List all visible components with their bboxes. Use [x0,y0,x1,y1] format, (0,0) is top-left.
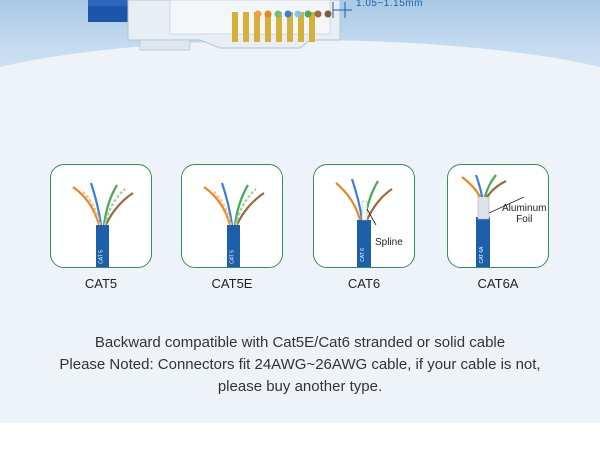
spline-callout: Spline [375,237,403,248]
cable-label-cat6: CAT6 [347,276,381,291]
jacket-text: CAT 6A [479,246,485,264]
jacket-text: CAT 5 [230,250,236,264]
cat5e-cable-illustration: CAT 5 [203,182,265,267]
cable-label-cat6a: CAT6A [477,276,519,291]
header-background: 1.05~1.15mm [0,0,600,105]
cat6-cable-illustration: CAT 6 [335,178,393,267]
rj45-connector-illustration [88,0,352,51]
cable-card-cat5e: CAT 5 [181,164,283,268]
header-curve [0,40,600,105]
cable-card-cat6a: CAT 6A Aluminum Foil [447,164,549,268]
description-line-3: please buy another type. [217,378,383,395]
spline-divider [361,200,368,221]
cable-card-cat6: CAT 6 Spline [313,164,415,268]
jacket-text: CAT 6 [360,248,366,262]
footer-strip [0,423,600,450]
jacket-text: CAT 5 [99,250,105,264]
aluminum-foil [477,194,490,220]
cable-label-cat5: CAT5 [84,276,118,291]
description-line-1: Backward compatible with Cat5E/Cat6 stra… [94,334,506,351]
callout-line-2: Foil [516,214,533,225]
dimension-label: 1.05~1.15mm [356,0,423,9]
description-line-2: Please Noted: Connectors fit 24AWG~26AWG… [59,356,541,373]
cable-label-cat5e: CAT5E [211,276,253,291]
aluminum-foil-callout: Aluminum Foil [502,203,546,225]
callout-line-1: Aluminum [502,203,547,214]
cat5-cable-illustration: CAT 5 [72,182,134,267]
cable-card-cat5: CAT 5 [50,164,152,268]
cat6a-cable-illustration: CAT 6A [461,174,525,267]
